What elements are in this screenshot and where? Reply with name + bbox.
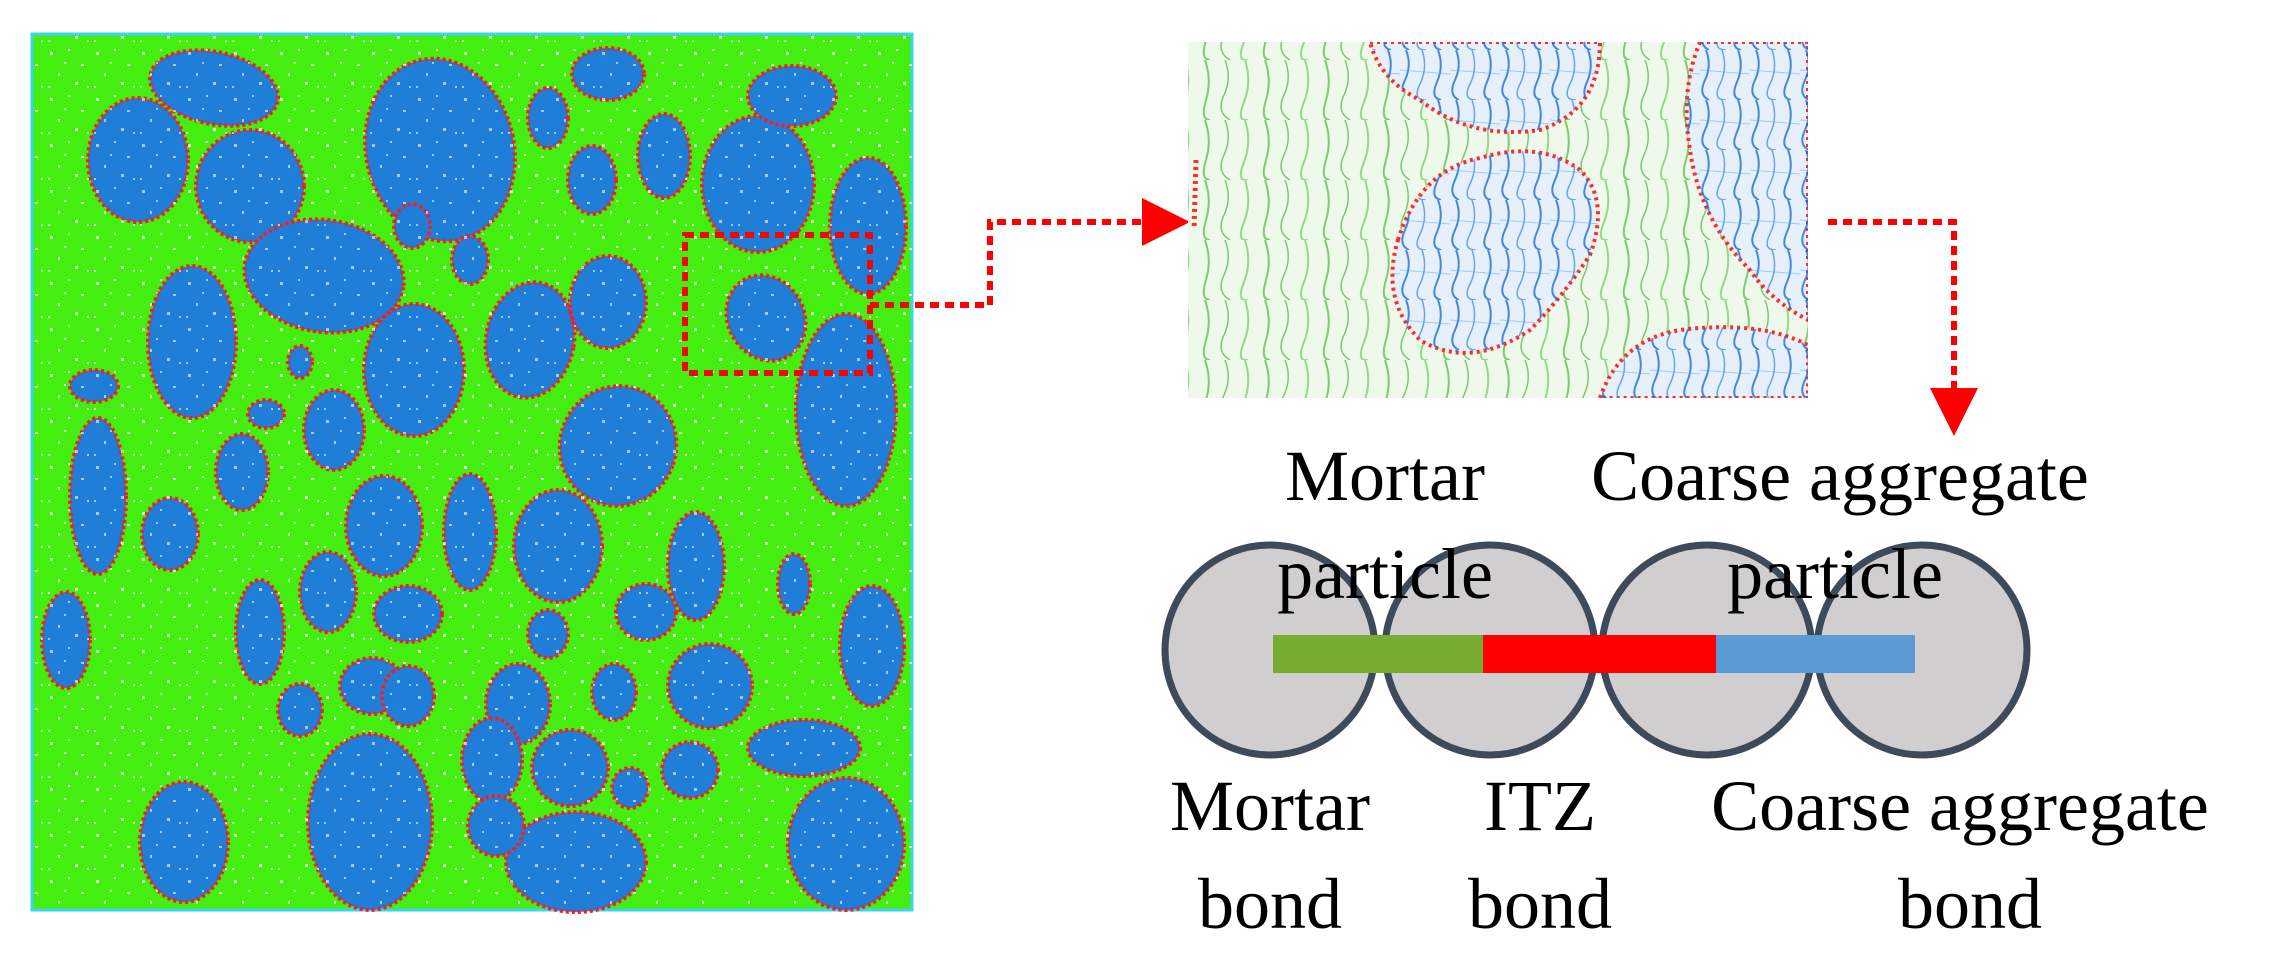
aggregate xyxy=(610,766,650,810)
aggregate xyxy=(68,416,128,576)
aggregate xyxy=(746,64,838,128)
aggregate xyxy=(362,302,466,438)
aggregate xyxy=(392,202,432,250)
aggregate xyxy=(700,114,816,254)
mortar-bond-label-line1: Mortar xyxy=(1170,766,1370,846)
aggregate xyxy=(838,584,906,708)
mortar-particle-label-line2: particle xyxy=(1277,534,1493,614)
aggregate xyxy=(590,662,638,722)
aggregate xyxy=(614,582,678,642)
aggregate xyxy=(214,432,270,512)
aggregate xyxy=(526,86,570,150)
aggregate xyxy=(276,682,324,738)
zoom-arrowhead xyxy=(1142,198,1190,246)
aggregate xyxy=(246,398,286,430)
aggregate xyxy=(306,732,434,912)
mortar-bond-bar xyxy=(1273,635,1483,673)
bond-arrow xyxy=(1828,219,1957,392)
zoom-arrow xyxy=(870,219,1145,308)
coarse-bond-label-line1: Coarse aggregate xyxy=(1711,766,2209,846)
aggregate xyxy=(40,590,92,690)
mortar-particle-label-line1: Mortar xyxy=(1285,436,1485,516)
aggregate xyxy=(442,472,498,592)
aggregate xyxy=(660,740,720,800)
aggregate xyxy=(794,312,898,508)
aggregate xyxy=(568,254,648,350)
aggregate xyxy=(138,780,230,904)
aggregate xyxy=(460,716,524,804)
aggregate xyxy=(450,234,490,286)
aggregate xyxy=(380,664,436,728)
zoom-region-marker xyxy=(682,232,873,376)
aggregate xyxy=(512,488,604,604)
bond-arrowhead xyxy=(1930,388,1978,436)
aggregate xyxy=(234,578,286,686)
aggregate xyxy=(746,718,862,778)
itz-bond-bar xyxy=(1483,635,1716,673)
zoom-itz-left-edge xyxy=(1191,159,1199,231)
aggregate xyxy=(286,344,314,380)
coarse-particle-label-line2: particle xyxy=(1727,534,1943,614)
aggregate xyxy=(786,776,906,912)
aggregate xyxy=(140,496,200,572)
coarse-bond-label-line2: bond xyxy=(1898,864,2042,944)
aggregate xyxy=(466,794,526,858)
itz-bond-label-line2: bond xyxy=(1468,864,1612,944)
mesostructure-panel xyxy=(30,32,914,914)
aggregate xyxy=(636,112,692,200)
aggregate xyxy=(776,552,812,616)
coarse-particle-label-line1: Coarse aggregate xyxy=(1591,436,2089,516)
aggregate xyxy=(530,728,610,808)
aggregate xyxy=(526,608,570,660)
mortar-bond-label-line2: bond xyxy=(1198,864,1342,944)
aggregate xyxy=(302,388,366,472)
aggregate xyxy=(570,46,646,102)
aggregate xyxy=(566,144,618,216)
zoom-aggregate-cracks xyxy=(1370,42,1808,398)
itz-bond-label-line1: ITZ xyxy=(1484,766,1596,846)
aggregate xyxy=(344,474,424,578)
zoom-panel xyxy=(1188,42,1808,398)
aggregate xyxy=(372,584,444,644)
coarse-bond-bar xyxy=(1716,635,1915,673)
aggregate xyxy=(298,550,358,634)
aggregate xyxy=(146,264,238,420)
aggregate xyxy=(68,368,120,404)
aggregate xyxy=(828,156,908,296)
aggregate xyxy=(86,96,190,224)
bond-model xyxy=(1161,541,2031,759)
aggregate xyxy=(504,810,648,914)
aggregate xyxy=(666,642,754,730)
